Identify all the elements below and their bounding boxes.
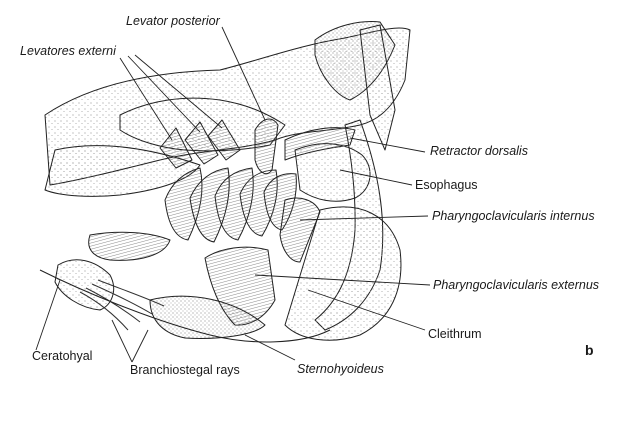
label-levator-posterior: Levator posterior [126,14,220,28]
label-cleithrum: Cleithrum [428,327,482,341]
label-levatores-externi: Levatores externi [20,44,116,58]
label-ceratohyal: Ceratohyal [32,349,93,363]
label-pharyngoclavicularis-internus: Pharyngoclavicularis internus [432,209,595,223]
label-pharyngoclavicularis-externus: Pharyngoclavicularis externus [433,278,600,292]
gill-filaments [88,231,171,261]
panel-letter: b [585,342,594,358]
levatores-externi-muscles [159,119,241,169]
label-esophagus: Esophagus [415,178,478,192]
levator-posterior-muscle [254,118,279,175]
sternohyoideus-muscle [149,295,266,339]
label-retractor-dorsalis: Retractor dorsalis [430,144,528,158]
pectoral-body-wall [284,206,402,341]
label-sternohyoideus: Sternohyoideus [297,362,384,376]
label-branchiostegal-rays: Branchiostegal rays [130,363,240,377]
leader-lines [35,26,431,363]
ceratohyal-bone [54,259,115,311]
gill-arches [164,167,297,243]
ventral-outline [39,269,331,343]
pharyngoclavicularis-internus-muscle [279,197,321,263]
supracleithrum-bone [359,24,396,151]
